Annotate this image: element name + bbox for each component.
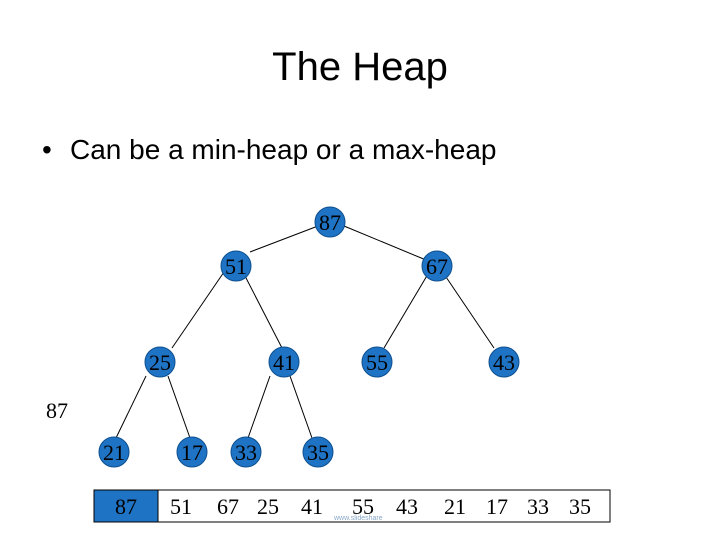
array-cell-7: 21 [444, 494, 466, 519]
node-label-n9: 33 [235, 440, 257, 465]
edge-n3-n7 [115, 375, 147, 439]
node-label-n7: 21 [103, 440, 125, 465]
edge-n2-n6 [443, 273, 495, 349]
node-label-n2: 67 [426, 254, 448, 279]
tree-node-n9: 33 [230, 436, 262, 468]
tree-edges [115, 225, 495, 439]
tree-node-root: 87 [314, 206, 346, 238]
node-label-n5: 55 [366, 350, 388, 375]
tree-node-n4: 41 [268, 346, 300, 378]
tree-node-n8: 17 [176, 436, 208, 468]
node-label-n8: 17 [181, 440, 203, 465]
array-cell-4: 41 [301, 494, 323, 519]
edge-n4-n9 [247, 375, 271, 439]
bullet-text: Can be a min-heap or a max-heap [70, 134, 497, 165]
node-circle-n7 [98, 436, 130, 468]
node-label-n3: 25 [149, 350, 171, 375]
node-circle-n8 [176, 436, 208, 468]
node-label-n1: 51 [225, 254, 247, 279]
edge-n4-n10 [289, 375, 313, 439]
node-circle-root [314, 206, 346, 238]
array-cell-5: 55 [352, 494, 374, 519]
node-circle-n2 [421, 250, 453, 282]
node-label-n10: 35 [307, 440, 329, 465]
node-circle-n3 [144, 346, 176, 378]
tree-node-n3: 25 [144, 346, 176, 378]
tree-node-n5: 55 [361, 346, 393, 378]
heap-array: 87 51 67 25 41 55 43 21 17 33 35 www.sli… [93, 489, 611, 523]
array-cell-8: 17 [486, 494, 508, 519]
tree-node-n6: 43 [488, 346, 520, 378]
node-label-n4: 41 [273, 350, 295, 375]
array-cell-0: 87 [115, 494, 137, 519]
watermark-text: www.slideshare [333, 515, 383, 522]
tree-node-n1: 51 [220, 250, 252, 282]
node-circle-n4 [268, 346, 300, 378]
side-label: 87 [46, 398, 68, 423]
edge-n1-n4 [243, 273, 283, 349]
array-cell-10: 35 [569, 494, 591, 519]
node-circle-n9 [230, 436, 262, 468]
node-circle-n1 [220, 250, 252, 282]
node-label-n6: 43 [493, 350, 515, 375]
array-outline [93, 489, 611, 523]
array-cell-1: 51 [170, 494, 192, 519]
node-circle-n10 [302, 436, 334, 468]
bullet-symbol: • [42, 134, 52, 165]
array-cell-2: 67 [217, 494, 239, 519]
tree-node-n7: 21 [98, 436, 130, 468]
edge-root-n1 [249, 225, 319, 253]
node-circle-n5 [361, 346, 393, 378]
array-cell-6: 43 [396, 494, 418, 519]
edge-n3-n8 [167, 375, 191, 439]
edge-n2-n5 [383, 273, 429, 349]
array-cell-0-fill [94, 490, 158, 522]
array-cell-9: 33 [527, 494, 549, 519]
edge-root-n2 [343, 225, 427, 261]
tree-node-n2: 67 [421, 250, 453, 282]
tree-node-n10: 35 [302, 436, 334, 468]
edge-n1-n3 [171, 271, 225, 349]
slide-title: The Heap [272, 45, 448, 89]
node-circle-n6 [488, 346, 520, 378]
bullet-item: • Can be a min-heap or a max-heap [42, 132, 496, 168]
array-cell-3: 25 [257, 494, 279, 519]
node-label-root: 87 [319, 210, 341, 235]
